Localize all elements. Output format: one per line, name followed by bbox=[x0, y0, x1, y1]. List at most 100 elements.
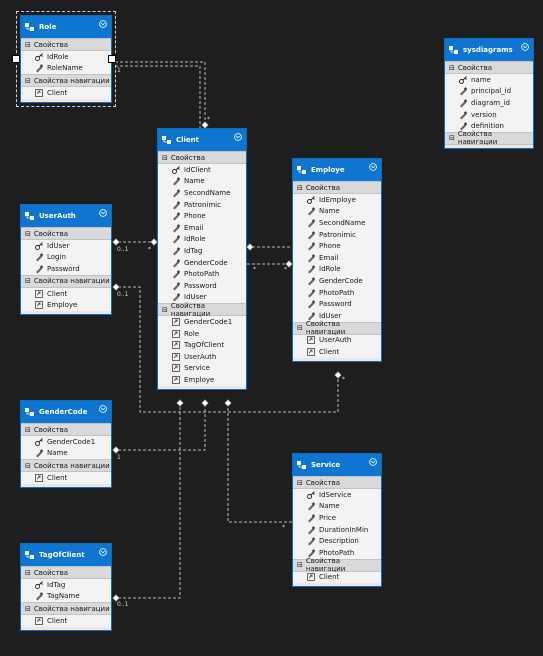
collapse-section-icon[interactable]: ⊟ bbox=[449, 134, 455, 143]
property-row[interactable]: Password bbox=[21, 263, 111, 275]
property-row[interactable]: Name bbox=[293, 206, 381, 218]
collapse-section-icon[interactable]: ⊟ bbox=[25, 76, 31, 85]
collapse-section-icon[interactable]: ⊟ bbox=[162, 153, 168, 162]
entity-header[interactable]: Role bbox=[21, 16, 111, 38]
property-row[interactable]: RoleName bbox=[21, 63, 111, 75]
collapse-icon[interactable] bbox=[521, 43, 529, 51]
navigation-row[interactable]: Client bbox=[293, 572, 381, 584]
property-row[interactable]: Patronimic bbox=[293, 229, 381, 241]
resize-handle[interactable] bbox=[12, 55, 20, 63]
navigation-section-header[interactable]: ⊟Свойства навигации bbox=[158, 302, 246, 318]
property-row[interactable]: diagram_id bbox=[445, 97, 533, 109]
navigation-section-header[interactable]: ⊟Свойства навигации bbox=[21, 459, 111, 473]
property-row[interactable]: Email bbox=[158, 222, 246, 234]
property-row[interactable]: IdTag bbox=[158, 245, 246, 257]
entity-header[interactable]: sysdiagrams bbox=[445, 39, 533, 61]
collapse-section-icon[interactable]: ⊟ bbox=[297, 478, 303, 487]
property-row[interactable]: GenderCode bbox=[158, 257, 246, 269]
property-row[interactable]: IdUser bbox=[21, 240, 111, 252]
entity-header[interactable]: Service bbox=[293, 454, 381, 476]
property-row[interactable]: principal_id bbox=[445, 86, 533, 98]
entity-header[interactable]: UserAuth bbox=[21, 205, 111, 227]
property-row[interactable]: SecondName bbox=[293, 217, 381, 229]
properties-section-header[interactable]: ⊟Свойства bbox=[293, 181, 381, 194]
property-row[interactable]: IdRole bbox=[21, 51, 111, 63]
property-row[interactable]: IdClient bbox=[158, 164, 246, 176]
properties-section-header[interactable]: ⊟Свойства bbox=[21, 38, 111, 51]
navigation-row[interactable]: Employe bbox=[158, 374, 246, 386]
properties-section-header[interactable]: ⊟Свойства bbox=[445, 61, 533, 74]
navigation-row[interactable]: Client bbox=[21, 87, 111, 99]
navigation-section-header[interactable]: ⊟Свойства навигации bbox=[21, 274, 111, 288]
property-row[interactable]: IdTag bbox=[21, 579, 111, 591]
properties-section-header[interactable]: ⊟Свойства bbox=[21, 227, 111, 240]
property-row[interactable]: Password bbox=[293, 298, 381, 310]
property-row[interactable]: Phone bbox=[158, 210, 246, 222]
property-row[interactable]: Description bbox=[293, 535, 381, 547]
property-row[interactable]: IdRole bbox=[158, 234, 246, 246]
property-row[interactable]: PhotoPath bbox=[293, 547, 381, 559]
entity-header[interactable]: GenderCode bbox=[21, 401, 111, 423]
property-row[interactable]: PhotoPath bbox=[293, 287, 381, 299]
collapse-section-icon[interactable]: ⊟ bbox=[25, 277, 31, 286]
entity-header[interactable]: TagOfClient bbox=[21, 544, 111, 566]
collapse-section-icon[interactable]: ⊟ bbox=[25, 40, 31, 49]
property-row[interactable]: TagName bbox=[21, 591, 111, 603]
properties-section-header[interactable]: ⊟Свойства bbox=[293, 476, 381, 489]
property-row[interactable]: PhotoPath bbox=[158, 268, 246, 280]
collapse-section-icon[interactable]: ⊟ bbox=[25, 425, 31, 434]
property-row[interactable]: IdUser bbox=[293, 310, 381, 322]
navigation-section-header[interactable]: ⊟Свойства навигации bbox=[21, 74, 111, 88]
property-row[interactable]: Phone bbox=[293, 240, 381, 252]
navigation-row[interactable]: Client bbox=[21, 615, 111, 627]
collapse-section-icon[interactable]: ⊟ bbox=[162, 305, 168, 314]
collapse-icon[interactable] bbox=[369, 458, 377, 466]
property-row[interactable]: name bbox=[445, 74, 533, 86]
navigation-row[interactable]: Client bbox=[21, 288, 111, 300]
navigation-row[interactable]: GenderCode1 bbox=[158, 316, 246, 328]
navigation-row[interactable]: Service bbox=[158, 363, 246, 375]
navigation-row[interactable]: Role bbox=[158, 328, 246, 340]
property-row[interactable]: GenderCode bbox=[293, 275, 381, 287]
navigation-section-header[interactable]: ⊟Свойства навигации bbox=[445, 130, 533, 146]
collapse-section-icon[interactable]: ⊟ bbox=[25, 461, 31, 470]
property-row[interactable]: Patronimic bbox=[158, 199, 246, 211]
property-row[interactable]: Login bbox=[21, 252, 111, 264]
property-row[interactable]: Name bbox=[293, 501, 381, 513]
collapse-section-icon[interactable]: ⊟ bbox=[25, 604, 31, 613]
properties-section-header[interactable]: ⊟Свойства bbox=[158, 151, 246, 164]
properties-section-header[interactable]: ⊟Свойства bbox=[21, 423, 111, 436]
collapse-icon[interactable] bbox=[99, 20, 107, 28]
property-row[interactable]: IdRole bbox=[293, 264, 381, 276]
properties-section-header[interactable]: ⊟Свойства bbox=[21, 566, 111, 579]
property-row[interactable]: IdUser bbox=[158, 292, 246, 304]
collapse-icon[interactable] bbox=[234, 133, 242, 141]
property-row[interactable]: Price bbox=[293, 512, 381, 524]
navigation-row[interactable]: UserAuth bbox=[158, 351, 246, 363]
navigation-section-header[interactable]: ⊟Свойства навигации bbox=[21, 602, 111, 616]
property-row[interactable]: IdService bbox=[293, 489, 381, 501]
collapse-section-icon[interactable]: ⊟ bbox=[297, 561, 303, 570]
collapse-section-icon[interactable]: ⊟ bbox=[297, 324, 303, 333]
entity-header[interactable]: Employe bbox=[293, 159, 381, 181]
navigation-section-header[interactable]: ⊟Свойства навигации bbox=[293, 320, 381, 336]
collapse-icon[interactable] bbox=[99, 405, 107, 413]
resize-handle[interactable] bbox=[108, 55, 116, 63]
property-row[interactable]: GenderCode1 bbox=[21, 436, 111, 448]
navigation-row[interactable]: UserAuth bbox=[293, 335, 381, 347]
property-row[interactable]: IdEmploye bbox=[293, 194, 381, 206]
collapse-icon[interactable] bbox=[369, 163, 377, 171]
property-row[interactable]: Email bbox=[293, 252, 381, 264]
collapse-section-icon[interactable]: ⊟ bbox=[25, 568, 31, 577]
property-row[interactable]: DurationInMin bbox=[293, 524, 381, 536]
property-row[interactable]: Name bbox=[158, 176, 246, 188]
collapse-section-icon[interactable]: ⊟ bbox=[25, 229, 31, 238]
collapse-section-icon[interactable]: ⊟ bbox=[449, 63, 455, 72]
navigation-row[interactable]: Client bbox=[21, 472, 111, 484]
